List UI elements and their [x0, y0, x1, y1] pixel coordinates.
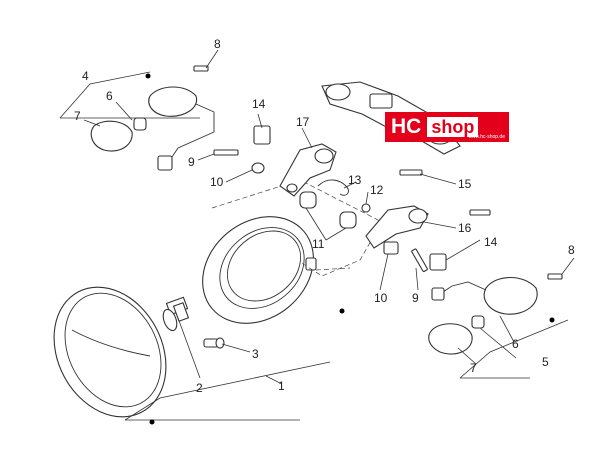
- callout-4: 4: [82, 69, 89, 83]
- callout-14: 14: [252, 97, 266, 111]
- screw: [213, 149, 239, 156]
- logo-hc-text: HC: [391, 115, 422, 138]
- bracket-right: [365, 205, 429, 249]
- hc-shop-logo[interactable]: HC shop www.hc-shop.de: [385, 112, 509, 142]
- callout-6: 6: [106, 89, 113, 103]
- washer: [251, 162, 265, 174]
- headlight-housing: [202, 216, 317, 324]
- bulb: [162, 296, 190, 332]
- callout-17: 17: [296, 115, 310, 129]
- callout-1: 1: [278, 379, 285, 393]
- screw: [411, 248, 428, 273]
- bolt: [399, 169, 491, 216]
- callout-16: 16: [458, 221, 472, 235]
- dot: [145, 73, 151, 79]
- callout-8-right: 8: [568, 243, 575, 257]
- callout-12: 12: [370, 183, 384, 197]
- callout-11: 11: [312, 237, 325, 251]
- callout-2: 2: [196, 381, 203, 395]
- callout-14-right: 14: [484, 235, 498, 249]
- clip: [253, 125, 271, 145]
- callout-5: 5: [542, 355, 549, 369]
- callout-13: 13: [348, 173, 362, 187]
- dot: [339, 308, 345, 314]
- rubber-grommet: [299, 191, 357, 229]
- callout-10-right: 10: [374, 291, 388, 305]
- bracket-left: [279, 143, 337, 197]
- callout-15: 15: [458, 177, 472, 191]
- callout-9-right: 9: [412, 291, 419, 305]
- callout-8: 8: [214, 37, 221, 51]
- washer: [383, 241, 399, 255]
- dot: [149, 419, 155, 425]
- indicator-right: [428, 273, 563, 355]
- callout-9: 9: [188, 155, 195, 169]
- nut: [361, 203, 371, 213]
- indicator-left: [90, 65, 215, 171]
- logo-url-text: www.hc-shop.de: [468, 134, 505, 140]
- spring: [317, 179, 349, 196]
- headlight-lens: [53, 286, 167, 418]
- small-bulb: [203, 337, 225, 349]
- logo-shop-text: shop: [427, 117, 479, 137]
- clip: [429, 253, 447, 271]
- callout-3: 3: [252, 347, 259, 361]
- callout-7: 7: [74, 109, 81, 123]
- callout-6-right: 6: [512, 337, 519, 351]
- dot: [549, 317, 555, 323]
- callout-10: 10: [210, 175, 224, 189]
- callout-7-right: 7: [470, 361, 477, 375]
